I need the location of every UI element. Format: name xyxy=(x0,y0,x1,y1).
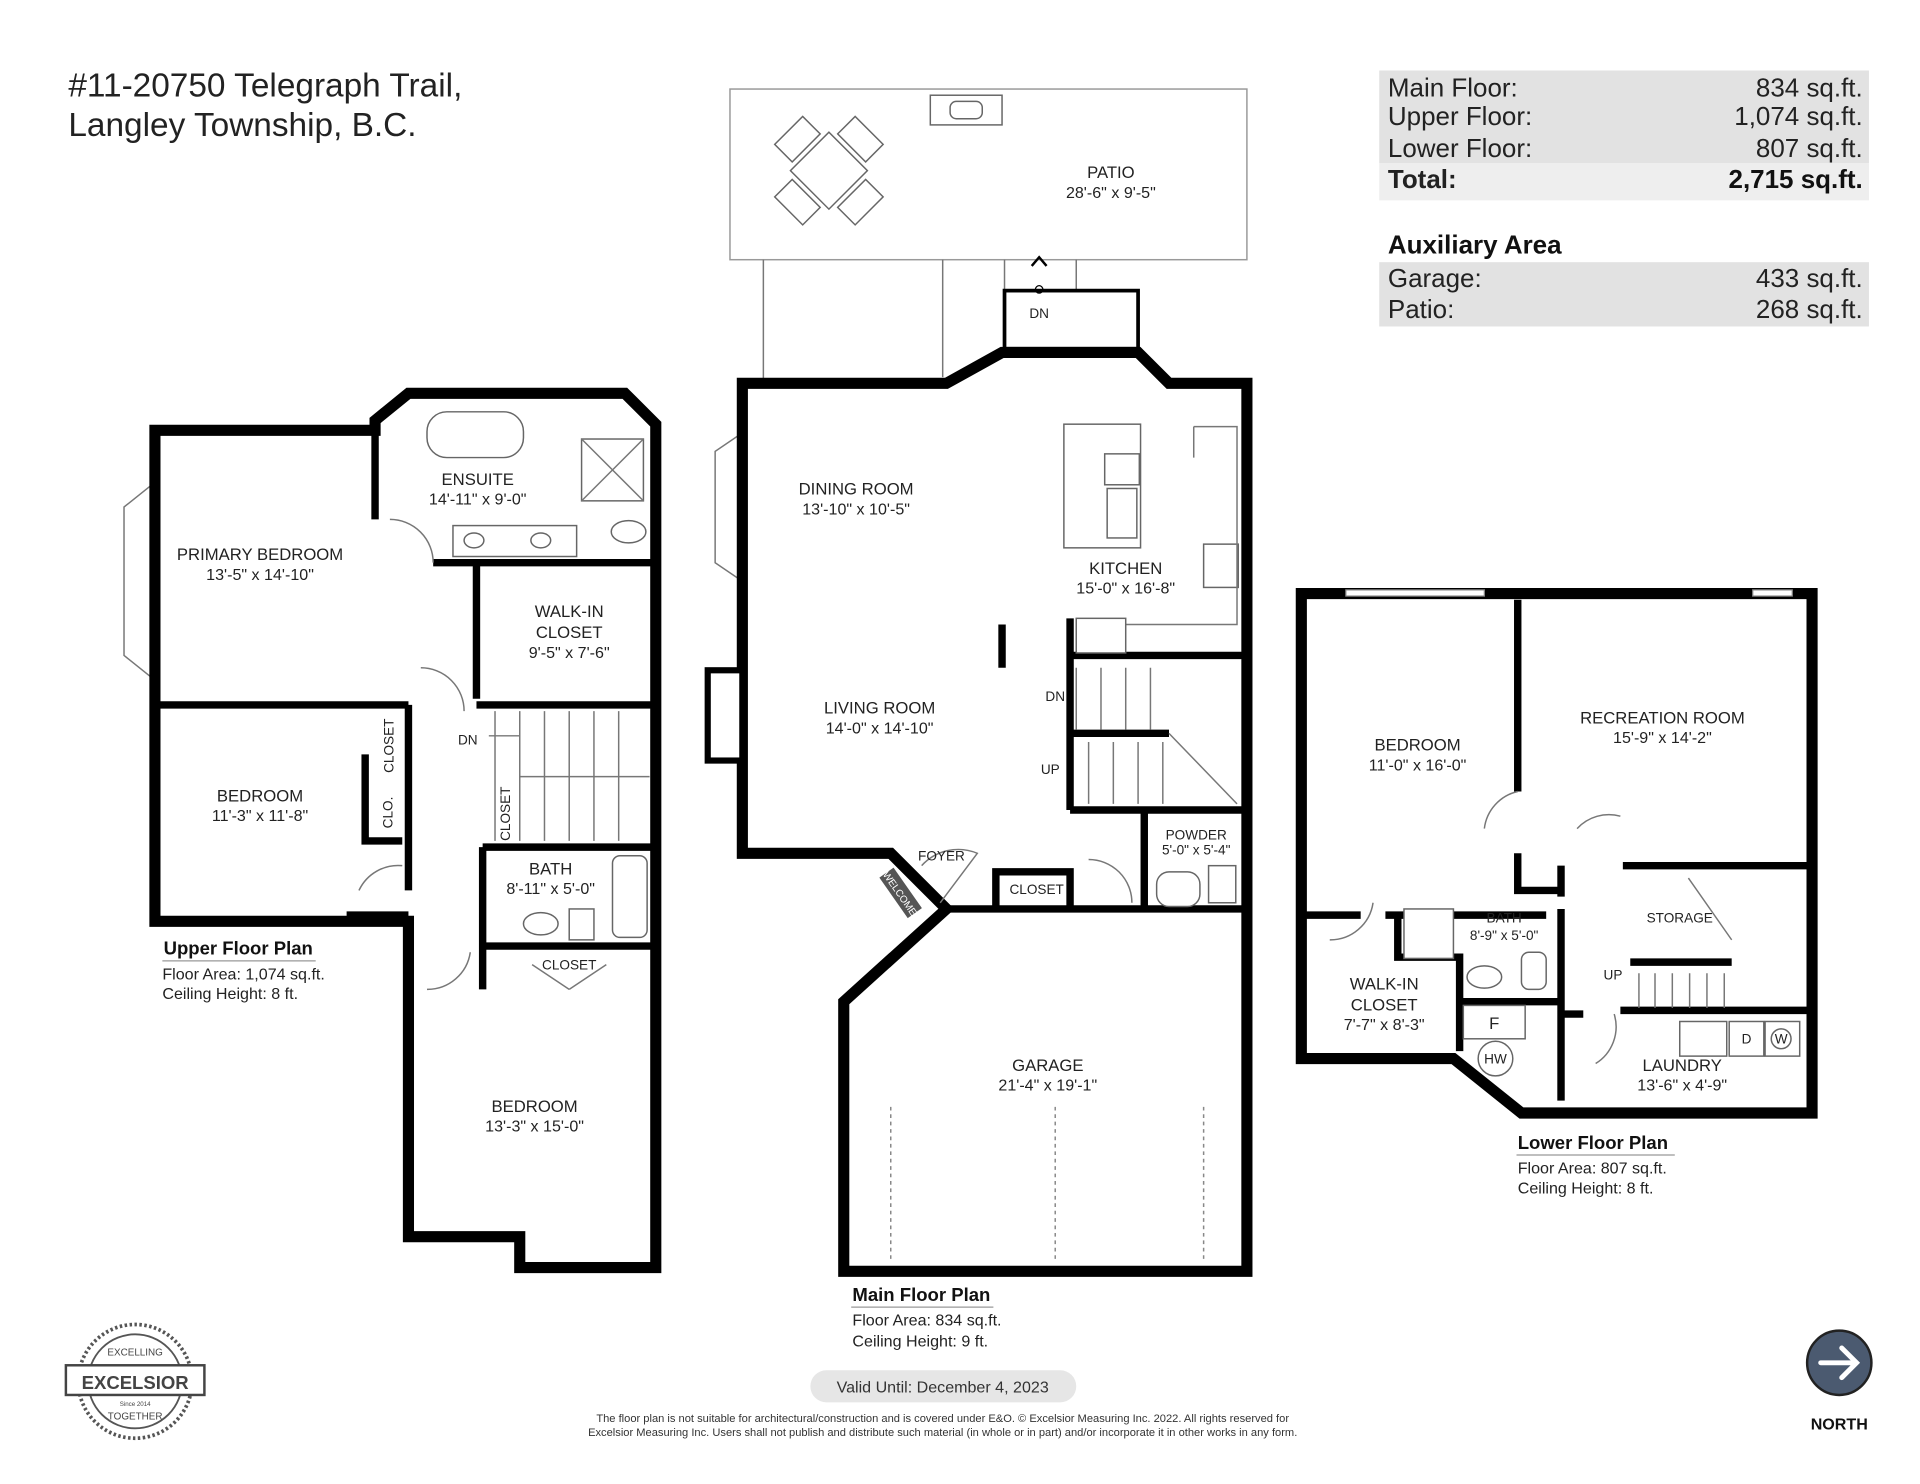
disclaimer-line-1: The floor plan is not suitable for archi… xyxy=(596,1413,1289,1425)
room-living-room: LIVING ROOM xyxy=(824,699,935,718)
room-dimensions: 11'-0" x 16'-0" xyxy=(1369,756,1467,774)
lower-plan-heading: Lower Floor Plan xyxy=(1518,1132,1668,1153)
auxiliary-heading: Auxiliary Area xyxy=(1388,230,1562,260)
room-dimensions: 13'-3" x 15'-0" xyxy=(485,1118,584,1136)
upper-ceiling-height: Ceiling Height: 8 ft. xyxy=(162,985,298,1003)
room-name-line2: CLOSET xyxy=(536,623,603,642)
room-bath: BATH xyxy=(529,859,572,878)
garage-value: 433 sq.ft. xyxy=(1756,263,1863,293)
closet-label: CLOSET xyxy=(498,787,513,841)
main-plan-heading: Main Floor Plan xyxy=(852,1284,990,1305)
address-line-1: #11-20750 Telegraph Trail, xyxy=(68,67,462,104)
room-walk-in-closet: WALK-IN xyxy=(1350,974,1419,993)
room-kitchen: KITCHEN xyxy=(1089,559,1162,578)
stairs-down-label: DN xyxy=(458,732,478,747)
closet-label: CLOSET xyxy=(542,958,596,973)
total-label: Total: xyxy=(1388,164,1457,194)
room-bath: BATH xyxy=(1487,911,1522,926)
footer: Valid Until: December 4, 2023 The floor … xyxy=(588,1370,1297,1439)
upper-floor-area: Floor Area: 1,074 sq.ft. xyxy=(162,965,325,983)
stairs-down-label: DN xyxy=(1045,689,1065,704)
main-ceiling-height: Ceiling Height: 9 ft. xyxy=(852,1333,988,1351)
deck-stairs-down-label: DN xyxy=(1029,306,1049,321)
washer-label: W xyxy=(1775,1032,1788,1047)
room-dimensions: 9'-5" x 7'-6" xyxy=(529,644,610,662)
address-line-2: Langley Township, B.C. xyxy=(68,107,416,144)
patio-label: Patio: xyxy=(1388,294,1454,324)
logo-bottom-text: TOGETHER xyxy=(108,1412,163,1423)
hot-water-label: HW xyxy=(1484,1052,1507,1067)
lower-floor-area: Floor Area: 807 sq.ft. xyxy=(1518,1160,1667,1178)
lower-floor-label: Lower Floor: xyxy=(1388,133,1532,163)
north-indicator: NORTH xyxy=(1805,1329,1873,1434)
room-bedroom: BEDROOM xyxy=(1374,736,1460,755)
room-foyer: FOYER xyxy=(918,849,965,864)
logo-since-text: Since 2014 xyxy=(120,1401,151,1408)
excelsior-logo: EXCELSIOR EXCELLING Since 2014 TOGETHER xyxy=(64,1322,206,1441)
logo-top-text: EXCELLING xyxy=(107,1347,162,1358)
room-dimensions: 13'-6" x 4'-9" xyxy=(1637,1077,1727,1095)
room-bedroom: BEDROOM xyxy=(491,1097,577,1116)
room-dimensions: 14'-0" x 14'-10" xyxy=(826,719,934,737)
valid-until: Valid Until: December 4, 2023 xyxy=(837,1378,1049,1396)
room-closet: CLOSET xyxy=(1009,882,1063,897)
room-laundry: LAUNDRY xyxy=(1642,1056,1721,1075)
room-dimensions: 13'-10" x 10'-5" xyxy=(802,500,910,518)
room-dimensions: 15'-9" x 14'-2" xyxy=(1613,729,1712,747)
dryer-label: D xyxy=(1742,1032,1752,1047)
room-dimensions: 8'-11" x 5'-0" xyxy=(506,880,595,898)
room-patio: PATIO xyxy=(1087,163,1135,182)
room-dimensions: 13'-5" x 14'-10" xyxy=(206,566,314,584)
disclaimer-line-2: Excelsior Measuring Inc. Users shall not… xyxy=(588,1427,1297,1439)
lower-floor-plan: BEDROOM 11'-0" x 16'-0" RECREATION ROOM … xyxy=(1295,588,1818,1197)
room-bedroom: BEDROOM xyxy=(217,786,303,805)
room-dimensions: 7'-7" x 8'-3" xyxy=(1344,1016,1425,1034)
area-summary-table: Main Floor: 834 sq.ft. Upper Floor: 1,07… xyxy=(1379,70,1869,327)
clo-label: CLO. xyxy=(380,797,395,829)
room-primary-bedroom: PRIMARY BEDROOM xyxy=(177,545,343,564)
upper-floor-plan: PRIMARY BEDROOM 13'-5" x 14'-10" ENSUITE… xyxy=(123,387,662,1274)
total-value: 2,715 sq.ft. xyxy=(1729,164,1863,194)
room-dimensions: 14'-11" x 9'-0" xyxy=(429,491,527,509)
lower-ceiling-height: Ceiling Height: 8 ft. xyxy=(1518,1179,1654,1197)
main-floor-label: Main Floor: xyxy=(1388,72,1518,102)
upper-floor-value: 1,074 sq.ft. xyxy=(1734,101,1863,131)
stairs-up-label: UP xyxy=(1604,967,1623,982)
room-dimensions: 21'-4" x 19'-1" xyxy=(998,1077,1097,1095)
closet-label: CLOSET xyxy=(382,719,397,773)
logo-main-text: EXCELSIOR xyxy=(82,1372,189,1393)
garage-label: Garage: xyxy=(1388,263,1482,293)
room-dimensions: 5'-0" x 5'-4" xyxy=(1162,843,1231,858)
furnace-label: F xyxy=(1489,1014,1499,1033)
room-garage: GARAGE xyxy=(1012,1056,1083,1075)
room-dimensions: 15'-0" x 16'-8" xyxy=(1076,580,1175,598)
room-powder: POWDER xyxy=(1166,828,1227,843)
upper-plan-heading: Upper Floor Plan xyxy=(164,938,313,959)
room-dimensions: 11'-3" x 11'-8" xyxy=(212,807,309,825)
room-name-line2: CLOSET xyxy=(1351,995,1418,1014)
room-recreation-room: RECREATION ROOM xyxy=(1580,708,1745,727)
room-dining-room: DINING ROOM xyxy=(799,480,914,499)
room-dimensions: 28'-6" x 9'-5" xyxy=(1066,184,1156,202)
stairs-up-label: UP xyxy=(1041,762,1060,777)
room-dimensions: 8'-9" x 5'-0" xyxy=(1470,928,1539,943)
patio-value: 268 sq.ft. xyxy=(1756,294,1863,324)
room-ensuite: ENSUITE xyxy=(442,470,514,489)
lower-floor-value: 807 sq.ft. xyxy=(1756,133,1863,163)
north-label: NORTH xyxy=(1811,1416,1868,1434)
room-walk-in-closet: WALK-IN xyxy=(535,602,604,621)
main-floor-value: 834 sq.ft. xyxy=(1756,72,1863,102)
main-floor-plan: DN WELCOME DN UP PATIO 28'-6" x 9'-5" DI… xyxy=(704,88,1253,1351)
room-storage: STORAGE xyxy=(1647,911,1713,926)
upper-floor-label: Upper Floor: xyxy=(1388,101,1532,131)
property-address: #11-20750 Telegraph Trail, Langley Towns… xyxy=(68,67,462,144)
main-floor-area: Floor Area: 834 sq.ft. xyxy=(852,1312,1001,1330)
